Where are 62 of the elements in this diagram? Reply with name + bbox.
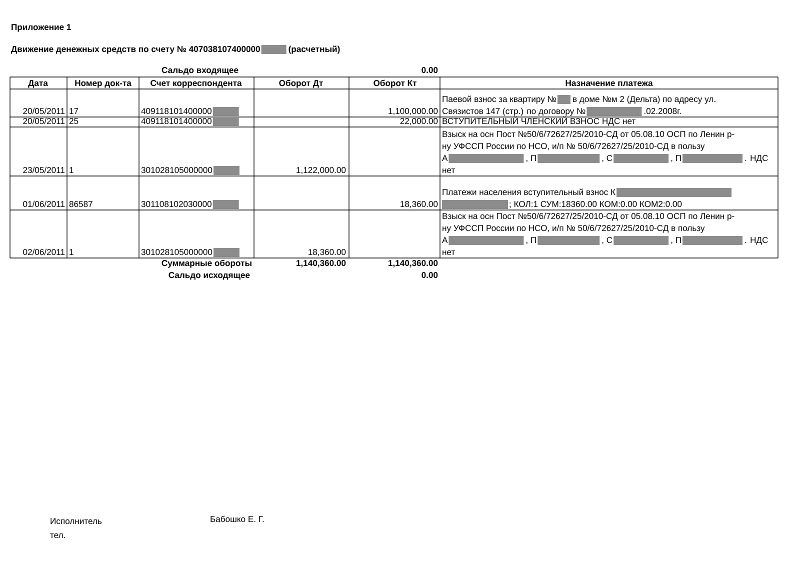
payment-purpose: ВСТУПИТЕЛЬНЫЙ ЧЛЕНСКИЙ ВЗНОС НДС нет xyxy=(442,116,636,126)
payment-purpose: Взыск на осн Пост №50/6/72627/25/2010-СД от 05.08.10 ОСП по Ленин р- xyxy=(442,130,734,139)
payment-purpose: нет xyxy=(442,250,455,256)
account-number: 409118101400000 xyxy=(141,108,212,114)
signature-text: Исполнитель xyxy=(50,518,102,524)
date: 01/06/2011 xyxy=(23,200,65,208)
amount: 0.00 xyxy=(422,67,438,74)
heading: Движение денежных средств по счету № 407038107400000 xyxy=(11,46,260,54)
document-number: 17 xyxy=(70,108,78,114)
account-number: 301028105000000 xyxy=(141,249,212,256)
payment-purpose: , П xyxy=(671,237,681,244)
summary-label: Сальдо входящее xyxy=(162,67,238,75)
payment-purpose: , С xyxy=(602,237,612,244)
payment-purpose: нет xyxy=(442,168,455,174)
payment-purpose: . НДС xyxy=(745,155,768,163)
payment-purpose: ну УФССП России по НСО, и/п № 50/6/72627/25/2010-СД в пользу xyxy=(442,142,705,151)
document-number: 86587 xyxy=(69,201,92,208)
amount: 22,000.00 xyxy=(400,118,438,126)
column-header: Номер док-та xyxy=(75,80,132,88)
column-header: Оборот Дт xyxy=(279,80,323,88)
payment-purpose: Взыск на осн Пост №50/6/72627/25/2010-СД от 05.08.10 ОСП по Ленин р- xyxy=(442,212,734,221)
payment-purpose: Связистов 147 (стр.) по договору № xyxy=(442,108,586,116)
document-number: 1 xyxy=(70,249,74,255)
date: 02/06/2011 xyxy=(23,248,65,256)
payment-purpose: А xyxy=(442,155,448,161)
payment-purpose: Платежи населения вступительный взнос К xyxy=(442,188,616,197)
amount: 18,360.00 xyxy=(308,249,346,256)
signature-text: Бабошко Е. Г. xyxy=(210,516,264,522)
account-number: 409118101400000 xyxy=(141,118,212,124)
heading: (расчетный) xyxy=(288,46,340,54)
payment-purpose: , П xyxy=(526,237,536,244)
column-header: Дата xyxy=(28,80,48,88)
amount: 18,360.00 xyxy=(400,201,438,208)
payment-purpose: ну УФССП России по НСО, и/п № 50/6/72627/25/2010-СД в пользу xyxy=(442,224,705,233)
account-number: 301028105000000 xyxy=(141,167,212,174)
payment-purpose: , П xyxy=(671,155,681,162)
document-number: 25 xyxy=(69,118,78,124)
amount: 0.00 xyxy=(422,272,438,278)
payment-purpose: А xyxy=(442,237,448,243)
amount: 1,122,000.00 xyxy=(296,167,346,174)
total-label: Сальдо исходящее xyxy=(168,272,250,280)
payment-purpose: , С xyxy=(602,155,612,162)
amount: 1,140,360.00 xyxy=(388,260,438,268)
payment-purpose: Паевой взнос за квартиру № xyxy=(442,96,556,104)
date: 20/05/2011 xyxy=(23,118,65,124)
signature-text: тел. xyxy=(50,533,65,538)
column-header: Оборот Кт xyxy=(374,80,416,88)
column-header: Назначение платежа xyxy=(566,80,653,86)
date: 23/05/2011 xyxy=(23,166,65,174)
heading: Приложение 1 xyxy=(12,24,71,32)
total-label: Суммарные обороты xyxy=(162,260,252,268)
payment-purpose: .02.2008г. xyxy=(644,108,681,114)
date: 20/05/2011 xyxy=(23,108,65,114)
column-header: Счет корреспондента xyxy=(150,80,242,88)
amount: 1,140,360.00 xyxy=(296,260,346,268)
document-number: 1 xyxy=(70,167,74,173)
payment-purpose: , П xyxy=(526,155,536,162)
account-number: 301108102030000 xyxy=(141,201,212,208)
payment-purpose: . НДС xyxy=(745,237,768,245)
amount: 1,100,000.00 xyxy=(388,108,438,116)
payment-purpose: ; КОЛ:1 СУМ:18360.00 КОМ:0.00 КОМ2:0.00 xyxy=(510,201,682,208)
payment-purpose: в доме №м 2 (Дельта) по адресу ул. xyxy=(573,96,716,104)
